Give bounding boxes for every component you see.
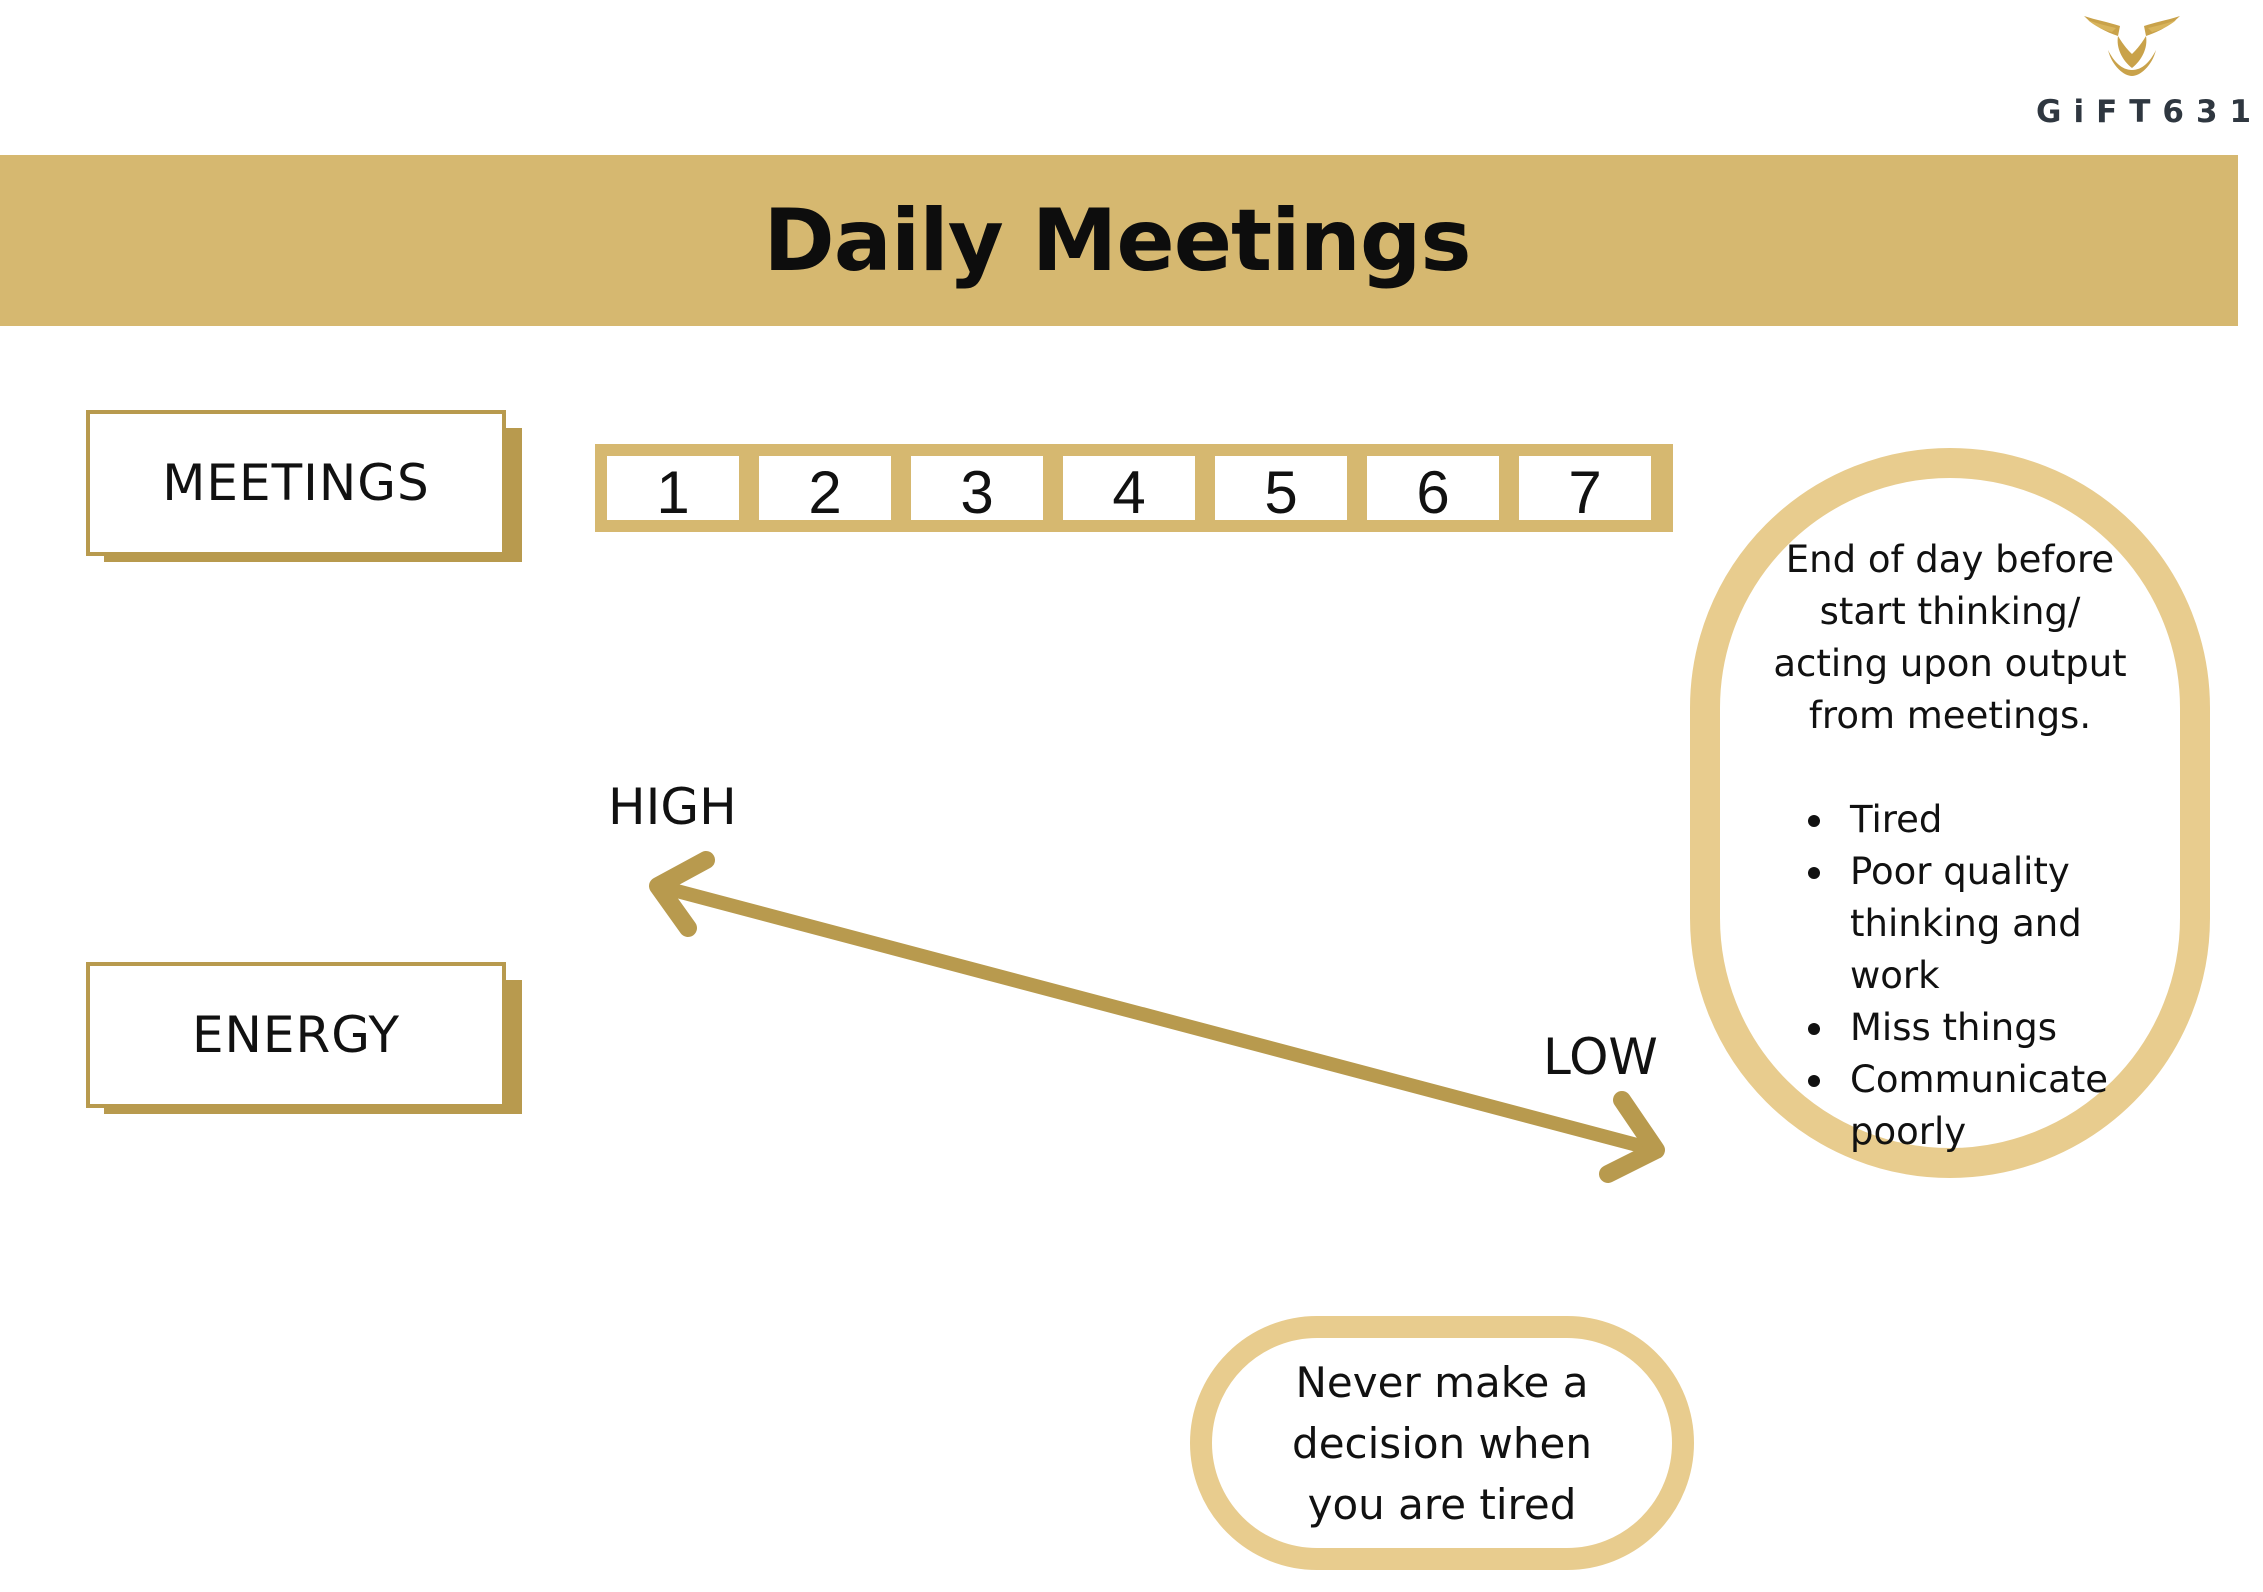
list-item: Miss things (1808, 1002, 2180, 1054)
brand-logo: GiFT631 (2020, 10, 2263, 130)
callout-bullet-list: Tired Poor quality thinking and work Mis… (1808, 794, 2180, 1158)
list-item: Tired (1808, 794, 2180, 846)
scale-step-3: 3 (911, 456, 1043, 526)
brand-name: GiFT631 (2036, 94, 2263, 130)
scale-step-4: 4 (1063, 456, 1195, 526)
scale-step-6: 6 (1367, 456, 1499, 526)
energy-high-label: HIGH (608, 778, 737, 836)
scale-step-1: 1 (607, 456, 739, 526)
energy-label: ENERGY (86, 962, 506, 1108)
note-line: decision when (1292, 1418, 1592, 1468)
callout-heading: End of day before start thinking/ acting… (1720, 534, 2180, 742)
winged-emblem-icon (2084, 16, 2180, 76)
end-of-day-callout: End of day before start thinking/ acting… (1690, 448, 2210, 1178)
arrow-head-high (649, 851, 715, 937)
callout-heading-line: from meetings. (1808, 694, 2092, 737)
title-band: Daily Meetings (0, 155, 2238, 326)
callout-heading-line: acting upon output (1773, 642, 2127, 685)
meetings-label-box: MEETINGS (86, 410, 522, 562)
scale-step-2: 2 (759, 456, 891, 526)
callout-heading-line: End of day before (1785, 538, 2115, 581)
scale-step-5: 5 (1215, 456, 1347, 526)
arrow-shaft (651, 879, 1663, 1157)
note-line: you are tired (1307, 1479, 1577, 1529)
note-line: Never make a (1295, 1357, 1589, 1407)
energy-low-label: LOW (1543, 1028, 1658, 1086)
decision-note: Never make a decision when you are tired (1190, 1316, 1694, 1570)
meeting-count-scale: 1 2 3 4 5 6 7 (595, 444, 1673, 532)
list-item: Communicate poorly (1808, 1054, 2180, 1158)
energy-label-box: ENERGY (86, 962, 522, 1114)
page-title: Daily Meetings (763, 190, 1471, 291)
meetings-label: MEETINGS (86, 410, 506, 556)
scale-step-7: 7 (1519, 456, 1651, 526)
arrow-head-low (1599, 1091, 1665, 1183)
list-item: Poor quality thinking and work (1808, 846, 2180, 1002)
callout-heading-line: start thinking/ (1819, 590, 2081, 633)
